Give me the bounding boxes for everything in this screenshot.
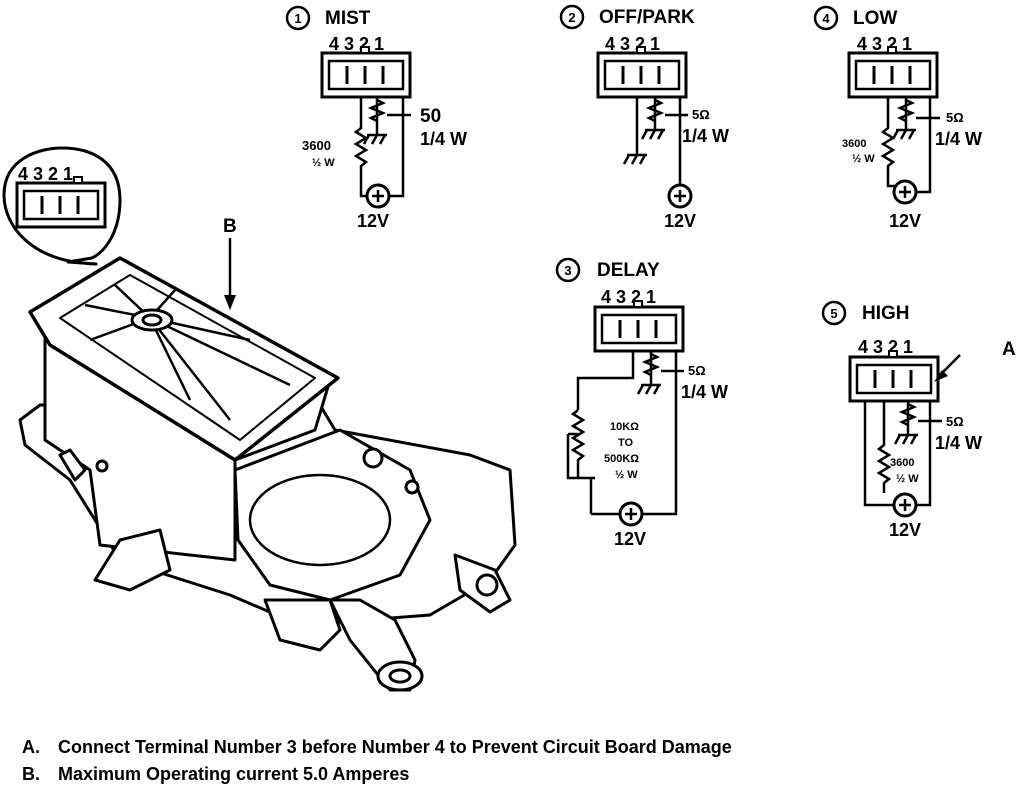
note-a: A. Connect Terminal Number 3 before Numbe… [22,737,732,758]
pot-range-line-1: 10KΩ [610,421,639,433]
circuit-off-park: 2 OFF/PARK 4 3 2 1 5Ω 1/4 W 12V [559,4,729,231]
pin-numbers: 4 3 2 1 [329,34,384,54]
label-b: B [223,216,237,237]
resistor-2-value: 3600 [842,138,866,150]
supply-voltage: 12V [664,211,696,231]
ground-icon [636,383,663,396]
pin-numbers: 4 3 2 1 [601,287,656,307]
note-b: B. Maximum Operating current 5.0 Amperes [22,764,409,785]
resistor-power: 1/4 W [935,433,982,453]
circuit-mist: 1 MIST 4 3 2 1 50 1/4 W 3600 ½ W 12V [285,5,467,231]
note-letter: B. [22,764,40,784]
supply-voltage: 12V [614,529,646,549]
resistor-2-value: 3600 [302,138,331,153]
circuit-number: 2 [568,10,575,25]
battery-icon [365,183,391,209]
connector [320,45,412,99]
resistor-power: 1/4 W [935,129,982,149]
ground-icon [640,128,667,141]
circuit-low: 4 LOW 4 3 2 1 5Ω 1/4 W 3600 ½ W 12V [813,5,982,231]
ground-icon [622,153,649,166]
callout-pin-numbers: 4 3 2 1 [18,164,73,184]
supply-voltage: 12V [889,211,921,231]
circuit-title: HIGH [862,303,910,324]
resistor-2-power: ½ W [312,157,335,169]
circuit-title: DELAY [597,260,660,281]
pot-range-line-3: 500KΩ [604,453,639,465]
callout-connector [15,176,107,229]
supply-voltage: 12V [357,211,389,231]
resistor-value: 5Ω [688,363,706,378]
pot-range-line-2: TO [618,437,634,449]
resistor-value: 5Ω [946,110,964,125]
resistor-power: 1/4 W [681,382,728,402]
circuit-number-badge [813,5,839,31]
circuit-delay: 3 DELAY 4 3 2 1 5Ω 1/4 W 10KΩ TO 500KΩ ½… [555,257,728,549]
connector [593,299,685,353]
arrow-b [224,238,236,310]
connector [596,45,688,99]
connector [847,45,939,99]
circuit-number: 3 [564,263,571,278]
note-text: Maximum Operating current 5.0 Amperes [58,764,410,784]
resistor-value: 5Ω [946,414,964,429]
wiper-motor-illustration [2,146,517,692]
connector [848,349,940,403]
battery-icon [892,179,918,205]
ground-icon [362,133,389,146]
circuit-title: LOW [853,8,897,29]
resistor-2-value: 3600 [890,457,914,469]
battery-icon [892,492,918,518]
resistor-value: 50 [420,106,441,127]
battery-icon [618,501,644,527]
pin-numbers: 4 3 2 1 [857,34,912,54]
ground-icon [893,433,920,446]
resistor-power: 1/4 W [682,126,729,146]
pin-numbers: 4 3 2 1 [858,337,913,357]
circuit-number: 4 [822,11,830,26]
pot-range-line-4: ½ W [615,469,638,481]
circuit-high: 5 HIGH 4 3 2 1 5Ω 1/4 W 3600 ½ W A 12V [821,300,1016,540]
circuit-number-badge [555,257,581,283]
label-a: A [1002,339,1016,360]
ground-icon [891,128,918,141]
note-text: Connect Terminal Number 3 before Number … [58,737,732,757]
resistor-power: 1/4 W [420,129,467,149]
circuit-title: OFF/PARK [599,7,695,28]
supply-voltage: 12V [889,520,921,540]
circuit-number: 5 [830,306,837,321]
circuit-number: 1 [294,11,301,26]
resistor-2-power: ½ W [896,473,919,485]
resistor-2-power: ½ W [852,153,875,165]
pin-numbers: 4 3 2 1 [605,34,660,54]
circuit-title: MIST [325,8,371,29]
circuit-number-badge [821,300,847,326]
battery-icon [667,183,693,209]
resistor-value: 5Ω [692,107,710,122]
note-letter: A. [22,737,40,757]
circuit-number-badge [559,4,585,30]
circuit-number-badge [285,5,311,31]
